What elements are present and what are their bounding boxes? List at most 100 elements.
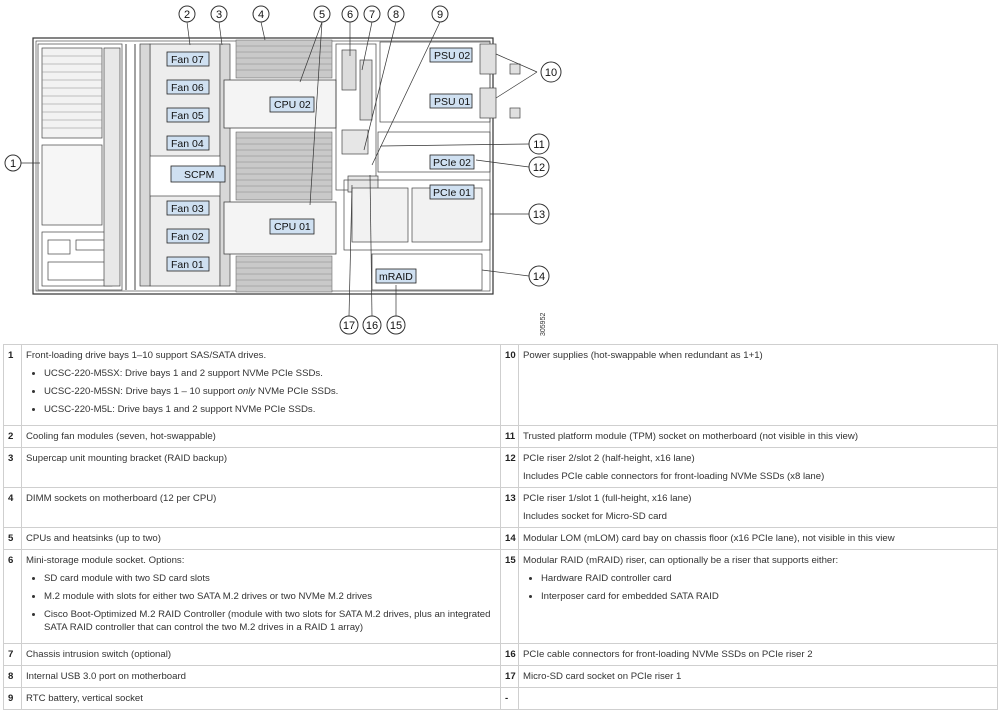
- fan-labels: Fan 07 Fan 06 Fan 05 Fan 04 SCPM Fan 03 …: [166, 51, 226, 272]
- legend-num-right: -: [500, 687, 519, 710]
- svg-text:14: 14: [533, 271, 545, 283]
- legend-text: Supercap unit mounting bracket (RAID bac…: [26, 453, 228, 464]
- legend-desc-right: Modular LOM (mLOM) card bay on chassis f…: [518, 527, 998, 550]
- psu-area: [379, 41, 521, 123]
- legend-text: PCIe riser 2/slot 2 (half-height, x16 la…: [523, 453, 695, 464]
- fan-04-label: Fan 04: [171, 138, 204, 150]
- figure-id: 305952: [540, 313, 547, 336]
- legend-bullet: UCSC-220-M5SX: Drive bays 1 and 2 suppor…: [44, 367, 496, 380]
- svg-text:13: 13: [533, 209, 545, 221]
- legend-subtext: Includes PCIe cable connectors for front…: [523, 471, 825, 482]
- psu-01-box: [429, 93, 473, 109]
- legend-num-right: 13: [500, 487, 519, 528]
- mraid-box: [375, 268, 417, 284]
- legend-num-right: 17: [500, 665, 519, 688]
- svg-text:11: 11: [533, 139, 544, 151]
- callout-17: 17: [339, 315, 359, 335]
- svg-text:12: 12: [533, 162, 545, 174]
- legend-num-left: 7: [3, 643, 22, 666]
- legend-desc-right: PCIe cable connectors for front-loading …: [518, 643, 998, 666]
- callout-3: 3: [210, 5, 228, 23]
- callout-10: 10: [540, 61, 562, 83]
- legend-bullet: M.2 module with slots for either two SAT…: [44, 590, 496, 603]
- legend-text: PCIe cable connectors for front-loading …: [523, 649, 813, 660]
- legend-bullet: UCSC-220-M5L: Drive bays 1 and 2 support…: [44, 403, 496, 416]
- legend-desc-left: DIMM sockets on motherboard (12 per CPU): [21, 487, 501, 528]
- legend-text: Micro-SD card socket on PCIe riser 1: [523, 671, 682, 682]
- legend-desc-right: Micro-SD card socket on PCIe riser 1: [518, 665, 998, 688]
- cpu-01-label: CPU 01: [274, 221, 311, 233]
- legend-num-left: 9: [3, 687, 22, 710]
- svg-text:16: 16: [366, 320, 378, 332]
- cpu-01-box: [269, 218, 315, 235]
- dimm-banks: [235, 39, 333, 293]
- fan-07-box: [166, 51, 210, 67]
- legend-text: RTC battery, vertical socket: [26, 693, 143, 704]
- pcie-02-box: [429, 154, 475, 170]
- callout-11: 11: [528, 133, 550, 155]
- cpu-02-label: CPU 02: [274, 99, 311, 111]
- pcie-02-label: PCIe 02: [433, 157, 471, 169]
- fan-02-box: [166, 228, 210, 244]
- legend-num-right: 12: [500, 447, 519, 488]
- legend-desc-right: Trusted platform module (TPM) socket on …: [518, 425, 998, 448]
- fan-07-label: Fan 07: [171, 54, 204, 66]
- pcie-01-box: [429, 184, 475, 200]
- legend-bullet: Interposer card for embedded SATA RAID: [541, 590, 993, 603]
- fan-05-label: Fan 05: [171, 110, 204, 122]
- callouts: 1 2 3 4 5 6 7 8 9 10 11 12 13 14 15 16 1…: [4, 5, 562, 335]
- svg-text:7: 7: [369, 9, 375, 21]
- fan-02-label: Fan 02: [171, 231, 204, 243]
- svg-text:17: 17: [343, 320, 355, 332]
- psu-02-box: [429, 47, 473, 63]
- legend-desc-left: RTC battery, vertical socket: [21, 687, 501, 710]
- svg-text:3: 3: [216, 9, 222, 21]
- svg-text:6: 6: [347, 9, 353, 21]
- legend-bullet: UCSC-220-M5SN: Drive bays 1 – 10 support…: [44, 385, 496, 398]
- legend-desc-left: Cooling fan modules (seven, hot-swappabl…: [21, 425, 501, 448]
- callout-1: 1: [4, 154, 22, 172]
- leader-lines: [21, 21, 538, 317]
- legend-text: Modular LOM (mLOM) card bay on chassis f…: [523, 533, 895, 544]
- server-top-view-diagram: Fan 07 Fan 06 Fan 05 Fan 04 SCPM Fan 03 …: [4, 5, 562, 336]
- legend-num-right: 15: [500, 549, 519, 644]
- pcie-01-label: PCIe 01: [433, 187, 471, 199]
- callout-2: 2: [178, 5, 196, 23]
- fan-03-label: Fan 03: [171, 203, 204, 215]
- callout-6: 6: [341, 5, 359, 23]
- legend-num-left: 5: [3, 527, 22, 550]
- legend-row: 3 Supercap unit mounting bracket (RAID ba…: [3, 447, 998, 488]
- callout-8: 8: [387, 5, 405, 23]
- svg-text:8: 8: [393, 9, 399, 21]
- fan-05-box: [166, 107, 210, 123]
- legend-text: Modular RAID (mRAID) riser, can optional…: [523, 555, 839, 566]
- callout-12: 12: [528, 156, 550, 178]
- legend-desc-left: Front-loading drive bays 1–10 support SA…: [21, 344, 501, 426]
- callout-4: 4: [252, 5, 270, 23]
- svg-text:2: 2: [184, 9, 190, 21]
- legend-desc-left: Mini-storage module socket. Options: SD c…: [21, 549, 501, 644]
- legend-bullet: SD card module with two SD card slots: [44, 572, 496, 585]
- callout-15: 15: [386, 315, 406, 335]
- callout-9: 9: [431, 5, 449, 23]
- svg-text:1: 1: [10, 158, 16, 170]
- legend-text: Mini-storage module socket. Options:: [26, 555, 185, 566]
- legend-num-left: 3: [3, 447, 22, 488]
- legend-row: 9 RTC battery, vertical socket -: [3, 687, 998, 710]
- legend-text: Internal USB 3.0 port on motherboard: [26, 671, 186, 682]
- legend-bullet: Cisco Boot-Optimized M.2 RAID Controller…: [44, 608, 496, 634]
- legend-num-left: 1: [3, 344, 22, 426]
- legend-desc-left: Internal USB 3.0 port on motherboard: [21, 665, 501, 688]
- legend-bullet-list: SD card module with two SD card slotsM.2…: [26, 572, 496, 634]
- svg-text:15: 15: [390, 320, 402, 332]
- psu-01-label: PSU 01: [434, 96, 470, 108]
- callout-5: 5: [313, 5, 331, 23]
- fan-06-label: Fan 06: [171, 82, 204, 94]
- legend-subtext: Includes socket for Micro-SD card: [523, 511, 667, 522]
- cpu-02-box: [269, 96, 315, 113]
